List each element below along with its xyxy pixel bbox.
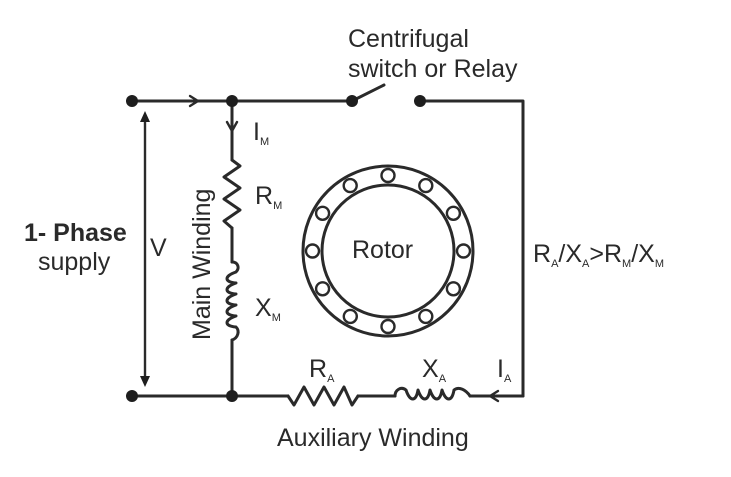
rotor-label: Rotor (352, 236, 413, 264)
rotor-bar (314, 205, 331, 222)
rotor-bar (445, 205, 462, 222)
x-main-label: XM (255, 294, 281, 324)
r-main-label: RM (255, 182, 282, 212)
impedance-ratio-label: RA/XA>RM/XM (533, 240, 664, 270)
rotor-bar (380, 318, 396, 335)
i-main-label: IM (253, 118, 269, 148)
x-aux-label: XA (422, 355, 447, 385)
voltage-label: V (150, 234, 167, 262)
i-aux-label: IA (497, 355, 512, 385)
top-wire-right (418, 99, 525, 398)
main-resistor (222, 158, 242, 230)
aux-winding-label: Auxiliary Winding (277, 424, 469, 452)
switch-contact-right (414, 95, 426, 107)
aux-resistor (286, 385, 360, 407)
rotor-bar (314, 281, 331, 297)
switch-label-line2: switch or Relay (348, 55, 518, 83)
rotor-bar (380, 167, 396, 184)
supply-terminal-top (126, 95, 138, 107)
aux-current-arrow (488, 389, 500, 403)
rotor-bar (342, 177, 358, 194)
rotor-bar (418, 177, 434, 194)
rotor-bar (304, 243, 321, 259)
rotor-outer-ring (301, 164, 475, 338)
rotor-bar (455, 243, 472, 259)
rotor-bar (342, 308, 358, 325)
rotor-bar (418, 308, 434, 325)
main-winding-label: Main Winding (188, 189, 216, 340)
switch-contact-left (346, 95, 358, 107)
voltage-arrow-down-head (140, 376, 150, 387)
supply-label-line1: 1- Phase (24, 219, 127, 247)
rotor-bars (304, 167, 472, 335)
rotor-bar (445, 281, 462, 297)
switch-label-line1: Centrifugal (348, 25, 469, 53)
r-aux-label: RA (309, 355, 335, 385)
junction-top (226, 95, 238, 107)
voltage-arrow-up-head (140, 111, 150, 122)
top-current-arrow (188, 94, 200, 108)
main-inductor (225, 260, 240, 342)
supply-label-line2: supply (38, 248, 111, 276)
main-current-arrow (225, 120, 239, 133)
aux-inductor (393, 386, 472, 401)
junction-bottom (226, 390, 238, 402)
supply-terminal-bottom (126, 390, 138, 402)
rotor (301, 164, 475, 338)
rotor-inner-ring (320, 183, 456, 319)
